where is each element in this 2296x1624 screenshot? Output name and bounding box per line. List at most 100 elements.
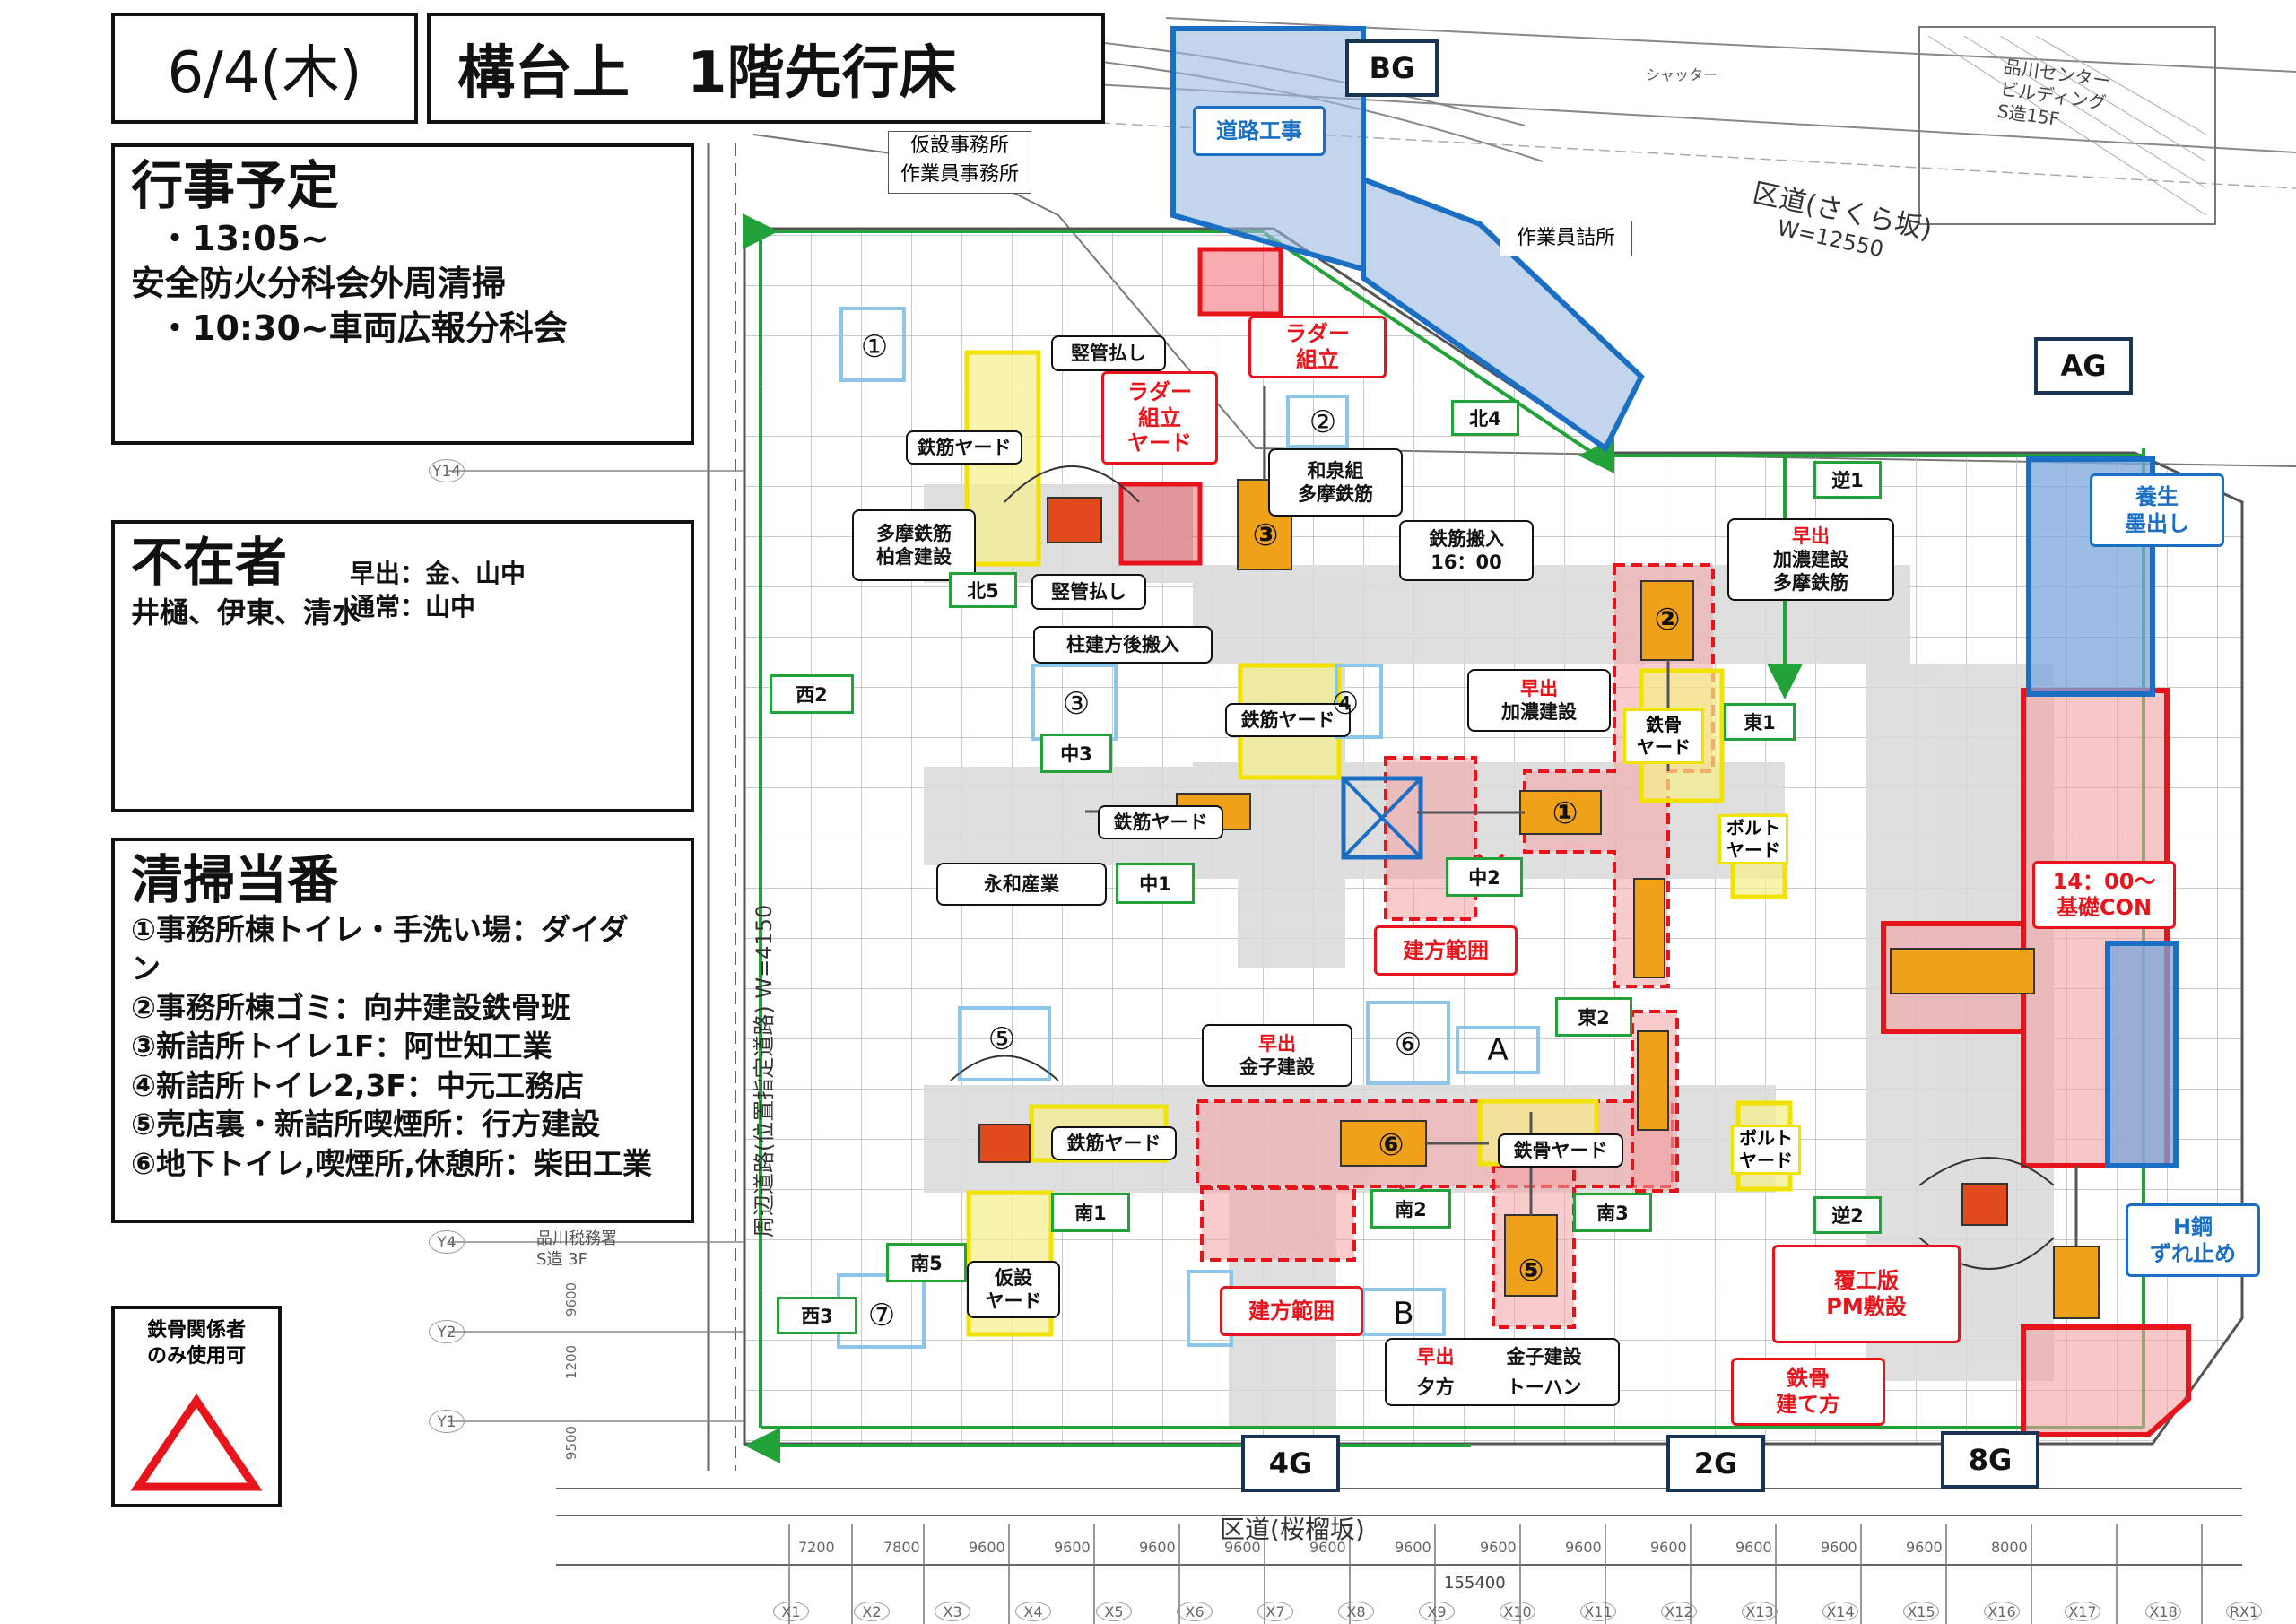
crane-number-2: ②	[1654, 602, 1681, 638]
dim-total: 155400	[1444, 1574, 1506, 1593]
grid-x-label: X10	[1500, 1602, 1535, 1621]
tag-higashi2: 東2	[1555, 997, 1632, 1037]
road-left-label: 周辺道路(位置指定道路) W=4150	[752, 904, 777, 1238]
zone-number-2: ②	[1309, 404, 1337, 440]
title-box: 構台上 1階先行床	[427, 13, 1105, 124]
shutter-label: シャッター	[1646, 66, 1718, 83]
dim-bottom: 9600	[1309, 1539, 1346, 1556]
schedule-line: ・13:05~	[158, 218, 329, 258]
absent-names: 井樋、伊東、清水	[131, 595, 361, 630]
cleaning-line: ①事務所棟トイレ・手洗い場：ダイダ	[131, 911, 629, 947]
dim-bottom: 8000	[1991, 1539, 2028, 1556]
dim-bottom: 9600	[1224, 1539, 1261, 1556]
dim-bottom: 9600	[1139, 1539, 1176, 1556]
office-label: 仮設事務所 作業員事務所	[888, 131, 1031, 194]
tohan-text: トーハン	[1506, 1376, 1582, 1398]
tag-kita5: 北5	[949, 572, 1017, 608]
road-bottom-label: 区道(桜榴坂)	[1220, 1515, 1365, 1544]
zone-letter-b: B	[1393, 1296, 1414, 1332]
label-bottom-kaneko: 早出 金子建設 夕方 トーハン	[1385, 1338, 1620, 1406]
grid-x-label: X18	[2145, 1602, 2181, 1621]
date-text: 6/4(木)	[167, 40, 362, 107]
hayade-tag: 早出	[1416, 1345, 1455, 1368]
label-tekkotsu-yard: 鉄骨 ヤード	[1623, 708, 1704, 764]
absent-heading: 不在者	[131, 532, 288, 593]
cleaning-line: ⑤売店裏・新詰所喫煙所：行方建設	[131, 1107, 600, 1142]
label-tekkin-yard-mid: 鉄筋ヤード	[1098, 805, 1223, 839]
grid-x-label: X9	[1419, 1602, 1455, 1621]
tag-minami1: 南1	[1051, 1193, 1130, 1232]
dim-bottom: 7200	[798, 1539, 835, 1556]
label-tama-kashikura: 多摩鉄筋 柏倉建設	[852, 509, 976, 581]
grid-x-label: X17	[2065, 1602, 2100, 1621]
gate-8g: 8G	[1941, 1431, 2039, 1489]
grid-y-label: Y2	[429, 1320, 465, 1343]
absent-early: 早出：金、山中	[350, 559, 526, 588]
tag-higashi1: 東1	[1724, 703, 1796, 741]
crane-number-1: ①	[1552, 795, 1578, 831]
label-kano-tama: 早出 加濃建設 多摩鉄筋	[1727, 518, 1894, 601]
tag-minami2: 南2	[1370, 1189, 1451, 1229]
absent-normal: 通常：山中	[350, 591, 476, 621]
zone-number-6: ⑥	[1394, 1027, 1422, 1063]
grid-x-label: X12	[1661, 1602, 1697, 1621]
dim-left: 9600	[563, 1281, 580, 1317]
crane-number-3: ③	[1252, 517, 1279, 553]
label-ladder-yard: ラダー 組立 ヤード	[1101, 371, 1218, 465]
label-tekkin-hannyu: 鉄筋搬入 16：00	[1399, 520, 1534, 581]
label-eiwa: 永和産業	[936, 863, 1107, 906]
schedule-line: ・10:30~車両広報分科会	[158, 308, 568, 348]
cleaning-heading: 清掃当番	[131, 849, 340, 910]
bottom-kaneko-text: 金子建設	[1506, 1345, 1582, 1368]
grid-x-label: X3	[935, 1602, 970, 1621]
label-tekkin-yard-center: 鉄筋ヤード	[1225, 703, 1351, 737]
zone-number-1: ①	[860, 329, 889, 365]
label-tekkin-yard-s: 鉄筋ヤード	[1051, 1126, 1177, 1160]
zone-letter-a: A	[1487, 1032, 1509, 1068]
tag-gyaku2: 逆2	[1813, 1196, 1882, 1234]
tag-kita4: 北4	[1451, 400, 1519, 436]
cleaning-line: ⑥地下トイレ,喫煙所,休憩所：柴田工業	[131, 1145, 653, 1181]
label-hashira-go: 柱建方後搬入	[1033, 626, 1213, 664]
dim-bottom: 9600	[1906, 1539, 1943, 1556]
grid-x-label: X5	[1096, 1602, 1132, 1621]
schedule-heading: 行事予定	[131, 155, 340, 216]
kano-tama-text: 加濃建設 多摩鉄筋	[1773, 548, 1848, 595]
tax-office-label: 品川税務署 S造 3F	[536, 1229, 617, 1270]
label-tatekanbarai-mid: 竪管払し	[1031, 574, 1146, 610]
zone-number-7: ⑦	[867, 1298, 896, 1333]
grid-x-label: X7	[1257, 1602, 1293, 1621]
grid-x-label: X16	[1984, 1602, 2020, 1621]
cleaning-line: ③新詰所トイレ1F：阿世知工業	[131, 1029, 552, 1064]
label-yojo: 養生 墨出し	[2090, 473, 2224, 547]
label-kasetsu-yard: 仮設 ヤード	[967, 1261, 1060, 1318]
zone-number-4: ④	[1331, 686, 1360, 722]
label-ladder-top: ラダー 組立	[1248, 316, 1387, 378]
tag-minami3: 南3	[1573, 1193, 1652, 1232]
label-kano1: 早出 加濃建設	[1467, 669, 1611, 732]
label-tatekata-2: 建方範囲	[1220, 1286, 1363, 1336]
label-tatekata-1: 建方範囲	[1374, 925, 1518, 976]
schedule-panel: 行事予定 ・13:05~ 安全防火分科会外周清掃 ・10:30~車両広報分科会	[111, 143, 694, 445]
zone-number-3: ③	[1062, 686, 1091, 722]
label-fukkouban: 覆工版 PM敷設	[1772, 1245, 1961, 1343]
label-tatekanbarai-top: 竪管払し	[1051, 335, 1166, 371]
dim-bottom: 9600	[1821, 1539, 1857, 1556]
dim-bottom: 9600	[1480, 1539, 1517, 1556]
grid-x-label: RX1	[2226, 1602, 2262, 1621]
grid-x-label: X13	[1742, 1602, 1778, 1621]
cleaning-line: ④新詰所トイレ2,3F：中元工務店	[131, 1067, 584, 1103]
grid-x-label: X8	[1338, 1602, 1374, 1621]
gate-4g: 4G	[1241, 1435, 1340, 1492]
label-doro-koji: 道路工事	[1193, 106, 1326, 156]
grid-x-label: X15	[1903, 1602, 1939, 1621]
tag-minami5: 南5	[886, 1243, 967, 1282]
date-box: 6/4(木)	[111, 13, 418, 124]
tsumesho-label: 作業員詰所	[1500, 221, 1632, 256]
dim-bottom: 9600	[1054, 1539, 1091, 1556]
gate-ag: AG	[2034, 337, 2133, 395]
grid-x-label: X4	[1015, 1602, 1051, 1621]
label-bolt-yard: ボルト ヤード	[1731, 1125, 1801, 1175]
dim-bottom: 9600	[1565, 1539, 1602, 1556]
